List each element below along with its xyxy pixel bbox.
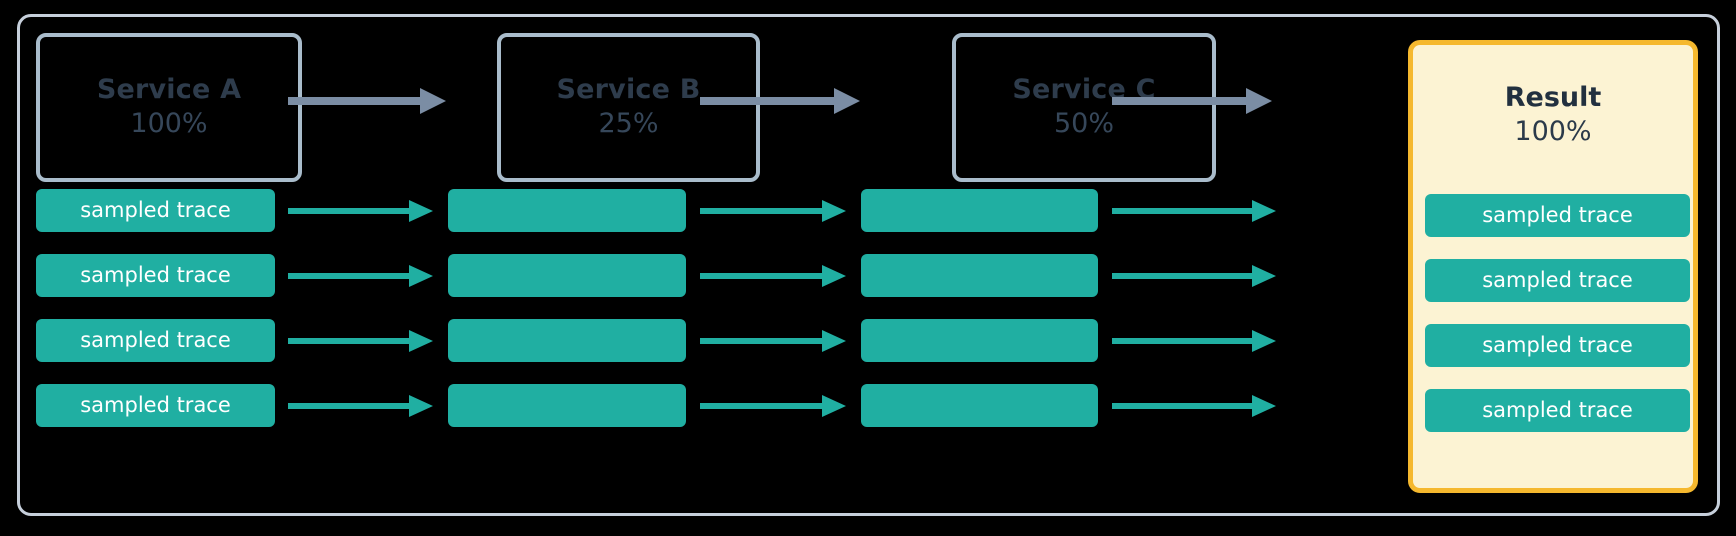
diagram-outer-frame <box>17 14 1720 516</box>
service-a-name: Service A <box>96 73 242 105</box>
service-a-percent: 100% <box>130 107 208 139</box>
service-arrow-b-to-c-icon <box>700 88 860 114</box>
trace-bar-b-3 <box>448 319 686 362</box>
trace-bar-result-3: sampled trace <box>1425 324 1690 367</box>
trace-bar-result-2-label: sampled trace <box>1482 268 1633 292</box>
trace-arrow-a-to-b-3-icon <box>288 330 433 352</box>
trace-bar-a-3: sampled trace <box>36 319 275 362</box>
result-percent: 100% <box>1514 116 1592 148</box>
trace-bar-a-3-label: sampled trace <box>80 328 231 352</box>
trace-arrow-b-to-c-1-icon <box>700 200 846 222</box>
trace-arrow-b-to-c-2-icon <box>700 265 846 287</box>
service-c-percent: 50% <box>1053 107 1114 139</box>
trace-arrow-a-to-b-2-icon <box>288 265 433 287</box>
trace-arrow-c-to-result-3-icon <box>1112 330 1276 352</box>
trace-bar-c-4 <box>861 384 1098 427</box>
trace-bar-a-1-label: sampled trace <box>80 198 231 222</box>
trace-bar-a-4: sampled trace <box>36 384 275 427</box>
trace-arrow-b-to-c-3-icon <box>700 330 846 352</box>
trace-arrow-c-to-result-1-icon <box>1112 200 1276 222</box>
trace-bar-result-1-label: sampled trace <box>1482 203 1633 227</box>
trace-bar-c-3 <box>861 319 1098 362</box>
trace-bar-a-2-label: sampled trace <box>80 263 231 287</box>
trace-bar-b-2 <box>448 254 686 297</box>
trace-bar-b-1 <box>448 189 686 232</box>
trace-arrow-b-to-c-4-icon <box>700 395 846 417</box>
result-name: Result <box>1504 82 1602 114</box>
trace-bar-c-2 <box>861 254 1098 297</box>
trace-bar-result-2: sampled trace <box>1425 259 1690 302</box>
trace-bar-result-4: sampled trace <box>1425 389 1690 432</box>
trace-arrow-a-to-b-4-icon <box>288 395 433 417</box>
trace-bar-a-2: sampled trace <box>36 254 275 297</box>
service-box-b: Service B 25% <box>497 33 760 182</box>
service-b-name: Service B <box>556 73 701 105</box>
trace-arrow-c-to-result-4-icon <box>1112 395 1276 417</box>
trace-arrow-c-to-result-2-icon <box>1112 265 1276 287</box>
result-box: Result 100% sampled trace sampled trace … <box>1408 40 1698 493</box>
trace-bar-result-3-label: sampled trace <box>1482 333 1633 357</box>
trace-bar-a-1: sampled trace <box>36 189 275 232</box>
trace-bar-c-1 <box>861 189 1098 232</box>
trace-arrow-a-to-b-1-icon <box>288 200 433 222</box>
result-header: Result 100% <box>1413 45 1693 187</box>
trace-bar-result-1: sampled trace <box>1425 194 1690 237</box>
service-b-percent: 25% <box>598 107 659 139</box>
trace-bar-a-4-label: sampled trace <box>80 393 231 417</box>
service-box-a: Service A 100% <box>36 33 302 182</box>
service-arrow-a-to-b-icon <box>288 88 446 114</box>
trace-bar-b-4 <box>448 384 686 427</box>
trace-bar-result-4-label: sampled trace <box>1482 398 1633 422</box>
service-arrow-c-to-result-icon <box>1112 88 1272 114</box>
